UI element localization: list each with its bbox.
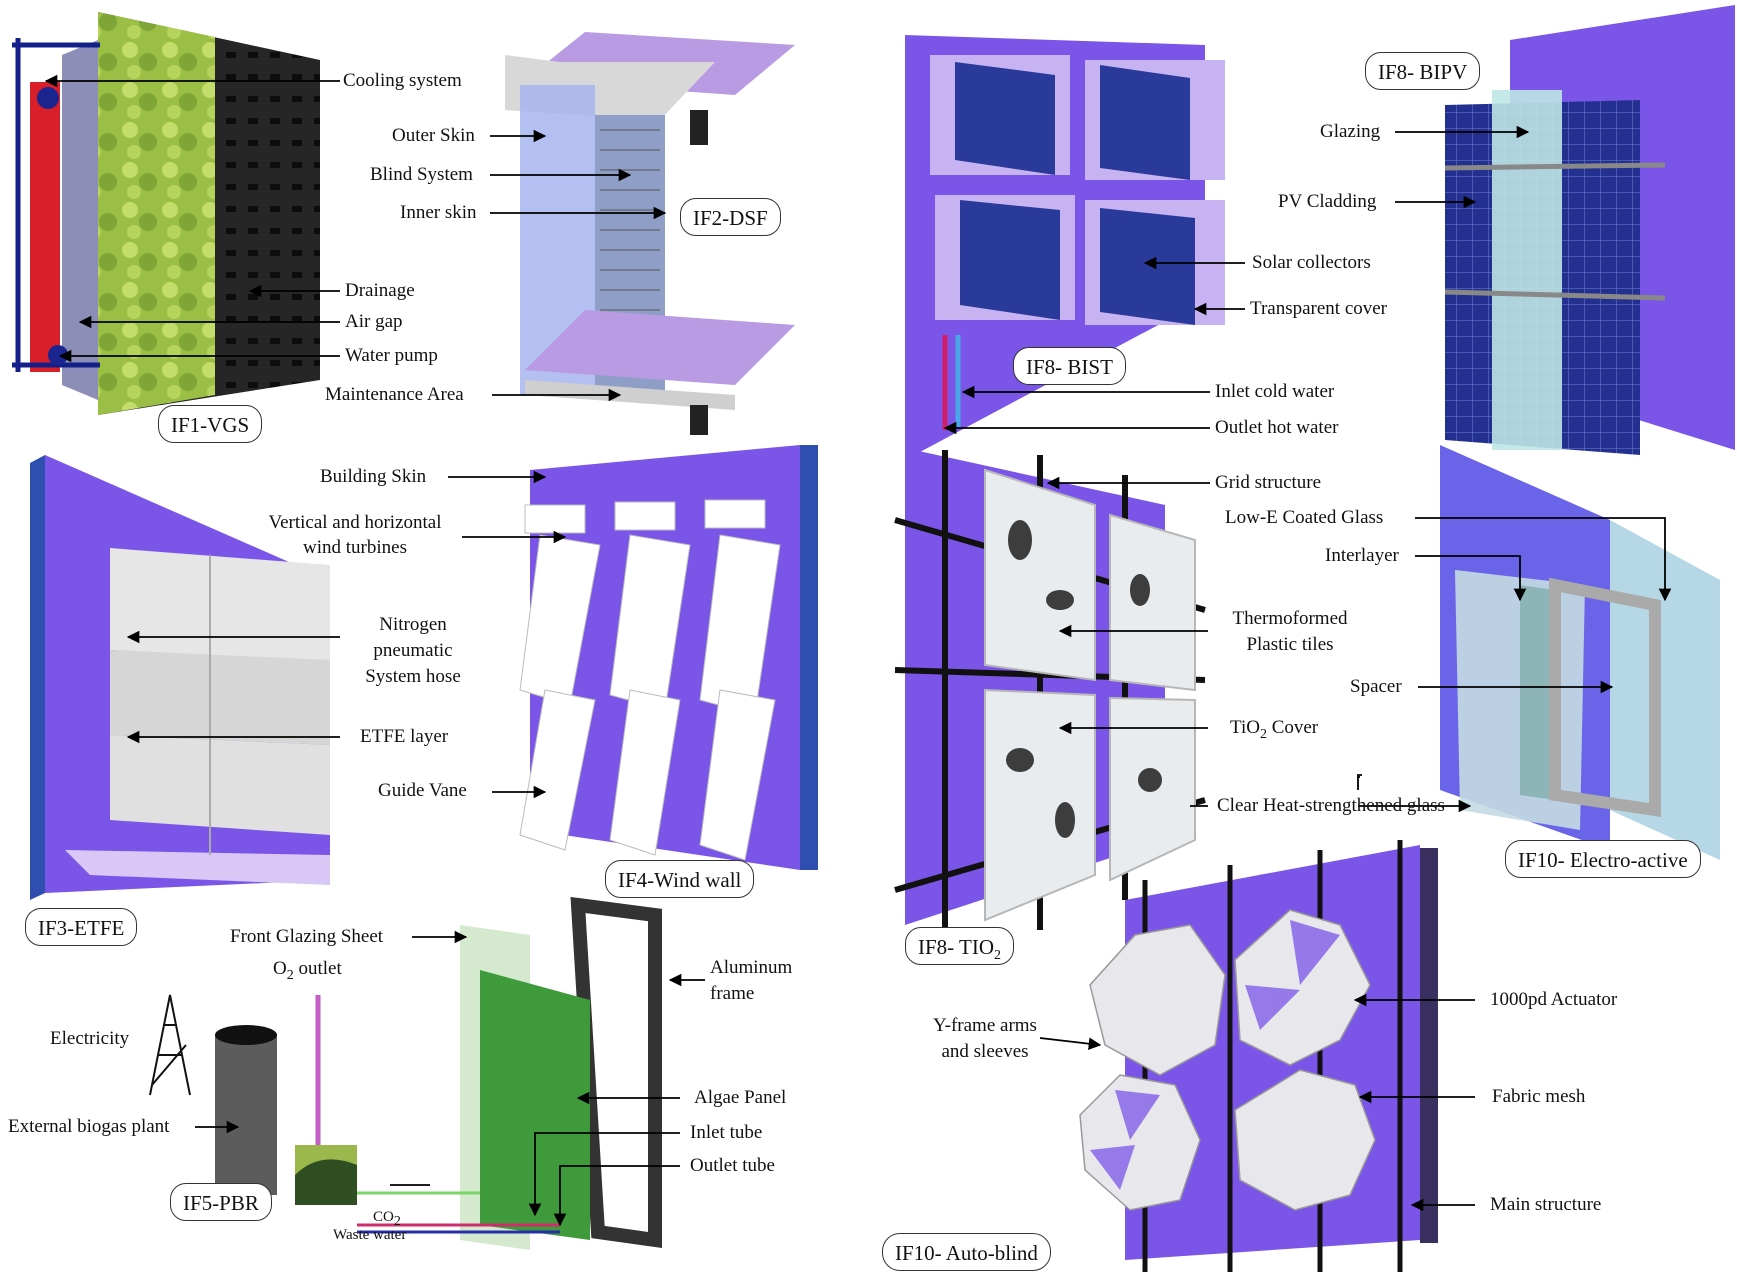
label-nitrogen-2: pneumatic [373,640,453,661]
label-inner-skin: Inner skin [400,202,477,223]
label-outlet-hot-water: Outlet hot water [1215,417,1339,438]
label-outlet-tube: Outlet tube [690,1155,775,1176]
label-external-biogas-plant: External biogas plant [8,1116,170,1137]
label-etfe-layer: ETFE layer [360,726,449,747]
label-yframe-2: and sleeves [941,1041,1029,1062]
label-main-structure: Main structure [1490,1194,1602,1215]
label-blind-system: Blind System [370,164,473,185]
label-clear-heat-strengthened-glass: Clear Heat-strengthened glass [1217,795,1445,816]
if4-wind-wall-illustration [519,445,818,870]
label-grid-structure: Grid structure [1215,472,1322,493]
label-algae-panel: Algae Panel [694,1087,787,1108]
label-co2: CO2 [373,1209,401,1229]
label-drainage: Drainage [345,280,415,301]
label-o2-outlet: O2 outlet [273,958,342,983]
label-pv-cladding: PV Cladding [1278,191,1377,212]
leader-lines [44,74,1672,1227]
label-aluminum-2: frame [710,983,755,1004]
label-maintenance-area: Maintenance Area [325,384,464,405]
label-interlayer: Interlayer [1325,545,1399,566]
label-water-pump: Water pump [345,345,438,366]
label-yframe-1: Y-frame arms [933,1015,1037,1036]
if5-pbr-illustration [149,896,662,1250]
tag-if1-vgs: IF1-VGS [158,405,263,443]
label-transparent-cover: Transparent cover [1250,298,1388,319]
label-inlet-cold-water: Inlet cold water [1215,381,1335,402]
tag-if3-etfe: IF3-ETFE [25,908,138,946]
label-turbines-2: wind turbines [303,537,407,558]
label-waste-water: Waste water [333,1227,407,1243]
label-thermoformed-2: Plastic tiles [1246,634,1334,655]
bist-illustration [905,35,1225,460]
tio2-illustration [894,448,1206,930]
label-nitrogen-3: System hose [365,666,461,687]
label-front-glazing-sheet: Front Glazing Sheet [230,926,384,947]
tag-if4-wind-wall: IF4-Wind wall [605,860,755,898]
tag-if8-tio2: IF8- TIO2 [905,927,1015,965]
electro-active-illustration [1440,445,1720,860]
if3-etfe-illustration [30,455,330,900]
tag-if5-pbr: IF5-PBR [170,1183,272,1221]
label-solar-collectors: Solar collectors [1252,252,1371,273]
tag-if2-dsf: IF2-DSF [680,198,781,236]
label-cooling-system: Cooling system [343,70,462,91]
label-tio2-cover: TiO2 Cover [1230,717,1319,742]
label-air-gap: Air gap [345,311,403,332]
label-guide-vane: Guide Vane [378,780,467,801]
label-building-skin: Building Skin [320,466,427,487]
tag-if8-bist: IF8- BIST [1013,347,1126,385]
label-thermoformed-1: Thermoformed [1232,608,1348,629]
label-1000pd-actuator: 1000pd Actuator [1490,989,1618,1010]
label-turbines-1: Vertical and horizontal [268,512,442,533]
tag-if8-bipv: IF8- BIPV [1365,52,1481,90]
label-glazing: Glazing [1320,121,1381,142]
label-inlet-tube: Inlet tube [690,1122,763,1143]
tag-if10-auto-blind: IF10- Auto-blind [882,1233,1051,1271]
label-spacer: Spacer [1350,676,1402,697]
auto-blind-illustration [1079,840,1438,1272]
label-aluminum-1: Aluminum [710,957,793,978]
label-nitrogen-1: Nitrogen [379,614,447,635]
if1-vgs-illustration [12,12,320,415]
label-outer-skin: Outer Skin [392,125,475,146]
label-low-e-coated-glass: Low-E Coated Glass [1225,507,1384,528]
bipv-illustration [1444,5,1735,455]
label-fabric-mesh: Fabric mesh [1492,1086,1586,1107]
tag-if10-electro-active: IF10- Electro-active [1505,840,1701,878]
label-electricity: Electricity [50,1028,130,1049]
